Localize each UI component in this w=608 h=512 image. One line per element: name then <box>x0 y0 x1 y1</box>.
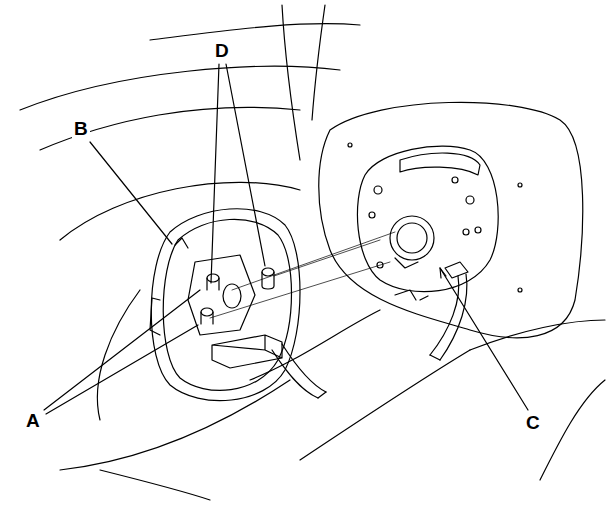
leader-line <box>44 290 200 410</box>
hub-hole <box>390 216 434 260</box>
bolt-hole <box>377 262 383 268</box>
bolt-hole <box>348 143 352 147</box>
reel-rim <box>163 219 291 390</box>
callout-letter: B <box>72 118 90 139</box>
callout-letter: D <box>213 40 231 61</box>
pin <box>201 312 213 324</box>
leader-line <box>440 268 528 410</box>
hub-hole <box>397 223 427 253</box>
guide-pin <box>262 268 274 276</box>
bolt-hole <box>466 196 474 204</box>
callout-letter: C <box>524 412 542 433</box>
alignment-line <box>210 232 395 318</box>
outline <box>60 182 300 240</box>
wheel-hub-plate <box>357 146 498 292</box>
slot <box>400 153 480 175</box>
outline <box>300 350 470 460</box>
reel-hub <box>188 255 255 335</box>
reel-tab <box>150 298 160 335</box>
clip <box>395 290 428 300</box>
bolt-hole <box>518 288 522 292</box>
reel-tab <box>175 238 188 248</box>
harness <box>430 355 440 360</box>
outline <box>540 380 605 480</box>
leader-line <box>46 325 198 414</box>
outline <box>40 107 300 150</box>
pin <box>201 308 213 316</box>
pin <box>207 278 219 290</box>
harness <box>272 344 326 398</box>
bolt-hole <box>475 227 481 233</box>
reel-housing <box>151 209 300 401</box>
callout-letter: A <box>24 410 42 431</box>
outline <box>150 24 360 40</box>
outline <box>312 5 325 120</box>
outline <box>250 310 380 380</box>
connector <box>212 335 282 368</box>
leader-line <box>90 142 172 244</box>
wheel-panel <box>319 102 583 337</box>
bolt-hole <box>374 186 382 194</box>
leader-line <box>211 64 219 283</box>
pin <box>207 274 219 282</box>
harness <box>318 392 326 398</box>
outline <box>97 290 140 420</box>
connector <box>445 262 468 278</box>
outline <box>100 470 210 500</box>
key-tab <box>395 258 418 268</box>
leader-line <box>226 64 265 266</box>
harness <box>430 274 467 360</box>
guide-pin <box>262 272 274 289</box>
bolt-hole <box>452 177 458 183</box>
outline <box>282 5 300 160</box>
bolt-hole <box>518 183 522 187</box>
arrowhead <box>440 268 446 278</box>
bolt-hole <box>369 212 375 218</box>
bolt-hole <box>463 229 469 235</box>
